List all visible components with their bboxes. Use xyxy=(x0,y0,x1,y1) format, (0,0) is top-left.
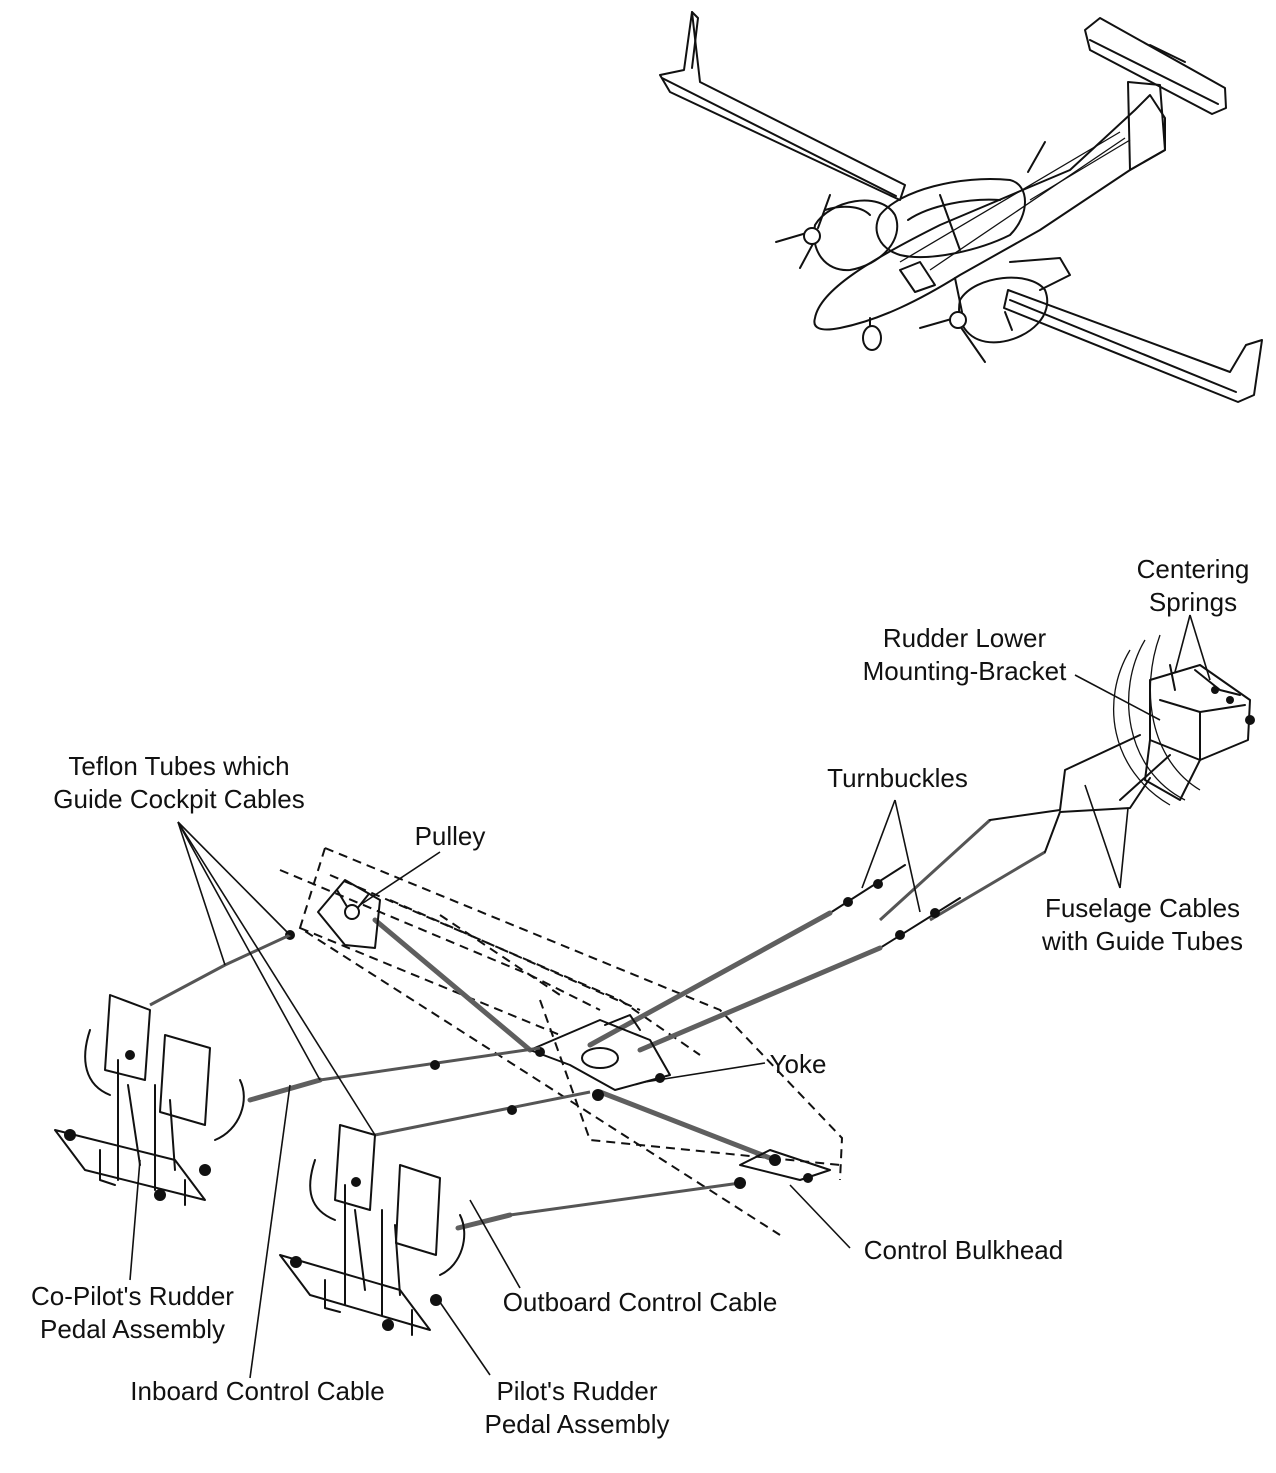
label-pulley: Pulley xyxy=(400,820,500,853)
label-rudder-bracket-line1: Rudder Lower xyxy=(882,623,1047,653)
turnbuckle-lower xyxy=(879,897,961,949)
pilot-pedal-illustration xyxy=(279,1124,466,1336)
label-outboard-cable: Outboard Control Cable xyxy=(480,1286,800,1319)
label-control-bulkhead-line1: Control Bulkhead xyxy=(863,1235,1064,1265)
label-teflon-tubes-line1: Teflon Tubes which xyxy=(68,751,290,781)
label-yoke-line1: Yoke xyxy=(769,1049,827,1079)
label-teflon-tubes-line2: Guide Cockpit Cables xyxy=(53,784,305,814)
yoke-illustration xyxy=(529,1014,671,1101)
label-turnbuckles: Turnbuckles xyxy=(810,762,985,795)
rudder-control-system xyxy=(54,634,1255,1336)
label-copilot-pedal-line1: Co-Pilot's Rudder xyxy=(31,1281,234,1311)
label-fuselage-cables: Fuselage Cables with Guide Tubes xyxy=(1025,892,1260,958)
label-control-bulkhead: Control Bulkhead xyxy=(846,1234,1081,1267)
label-teflon-tubes: Teflon Tubes which Guide Cockpit Cables xyxy=(30,750,328,816)
label-pilot-pedal-line1: Pilot's Rudder xyxy=(496,1376,658,1406)
label-copilot-pedal-line2: Pedal Assembly xyxy=(40,1314,225,1344)
label-pilot-pedal: Pilot's Rudder Pedal Assembly xyxy=(462,1375,692,1441)
leader-lines xyxy=(129,614,1211,1379)
label-yoke: Yoke xyxy=(758,1048,838,1081)
label-rudder-bracket-line2: Mounting-Bracket xyxy=(862,656,1067,686)
label-turnbuckles-line1: Turnbuckles xyxy=(827,763,968,793)
label-centering-springs: Centering Springs xyxy=(1118,553,1268,619)
label-centering-springs-line2: Springs xyxy=(1148,587,1238,617)
label-centering-springs-line1: Centering xyxy=(1136,554,1250,584)
label-fuselage-cables-line1: Fuselage Cables xyxy=(1044,893,1241,923)
control-bulkhead-illustration xyxy=(739,1149,831,1183)
turnbuckle-upper xyxy=(829,864,906,914)
label-inboard-cable-line1: Inboard Control Cable xyxy=(130,1376,385,1406)
aircraft-illustration xyxy=(659,11,1263,403)
label-outboard-cable-line1: Outboard Control Cable xyxy=(502,1287,778,1317)
label-fuselage-cables-line2: with Guide Tubes xyxy=(1042,926,1243,956)
label-pilot-pedal-line2: Pedal Assembly xyxy=(484,1409,670,1439)
copilot-pedal-illustration xyxy=(54,994,245,1206)
label-copilot-pedal: Co-Pilot's Rudder Pedal Assembly xyxy=(10,1280,255,1346)
rudder-bracket-illustration xyxy=(1113,634,1255,806)
label-rudder-bracket: Rudder Lower Mounting-Bracket xyxy=(842,622,1087,688)
label-inboard-cable: Inboard Control Cable xyxy=(105,1375,410,1408)
label-pulley-line1: Pulley xyxy=(414,821,486,851)
